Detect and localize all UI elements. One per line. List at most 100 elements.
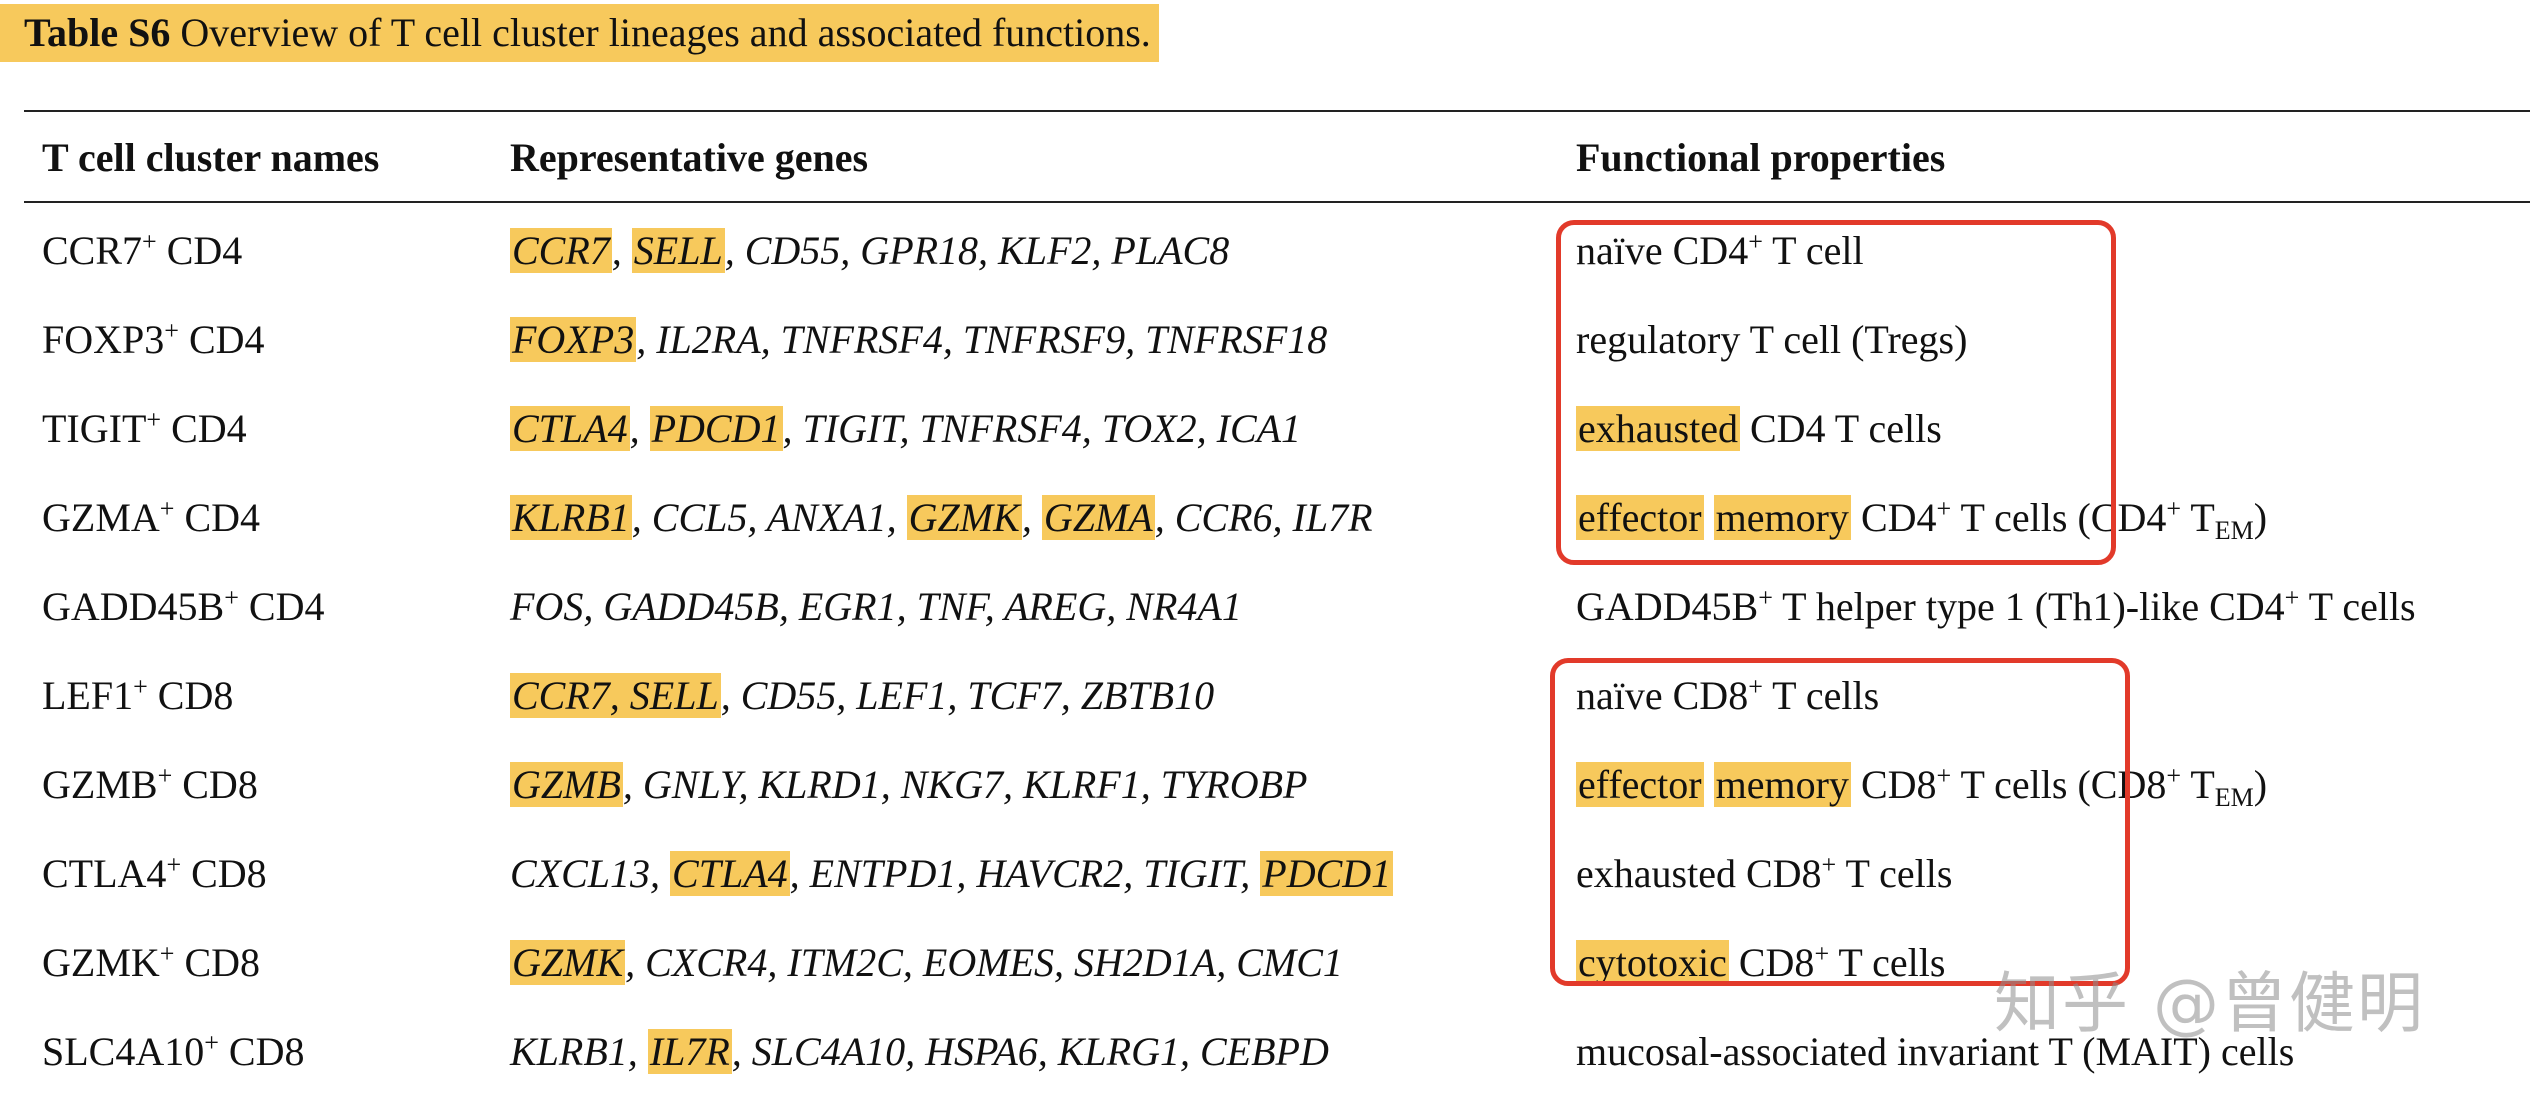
superscript: + [159, 494, 175, 523]
header-representative-genes: Representative genes [510, 135, 869, 180]
text-run: regulatory T cell (Tregs) [1576, 317, 1968, 362]
highlighted-text: exhausted [1576, 406, 1740, 451]
highlighted-text: memory [1713, 762, 1851, 807]
text-run: , IL2RA, TNFRSF4, TNFRSF9, TNFRSF18 [636, 317, 1328, 362]
cluster-name: SLC4A10+ CD8 [42, 1027, 305, 1077]
gene-list: KLRB1, IL7R, SLC4A10, HSPA6, KLRG1, CEBP… [510, 1027, 1329, 1077]
text-run: , [1021, 495, 1042, 540]
superscript: + [159, 939, 175, 968]
highlighted-text: FOXP3 [510, 317, 637, 362]
highlighted-text: effector [1576, 762, 1704, 807]
table-row: SLC4A10+ CD8 KLRB1, IL7R, SLC4A10, HSPA6,… [0, 1007, 2530, 1096]
text-run: CD4 [1850, 495, 1937, 540]
text-run: CXCL13, [510, 851, 671, 896]
text-run: CTLA4 [42, 851, 167, 896]
text-run: GADD45B [42, 584, 225, 629]
highlighted-text: IL7R [647, 1029, 732, 1074]
text-run: FOS, GADD45B, EGR1, TNF, AREG, NR4A1 [510, 584, 1242, 629]
subscript: EM [2214, 783, 2254, 812]
highlighted-text: GZMK [906, 495, 1022, 540]
functional-property: naïve CD8+ T cells [1576, 671, 1879, 721]
text-run: , CD55, GPR18, KLF2, PLAC8 [724, 228, 1230, 273]
text-run: ) [2253, 762, 2268, 807]
highlighted-text: PDCD1 [1260, 851, 1394, 896]
text-run: T [2181, 495, 2215, 540]
highlighted-text: CCR7, SELL [510, 673, 721, 718]
superscript: + [1814, 939, 1830, 968]
annotation-box-cd4 [1556, 220, 2116, 565]
text-run: CD8 [218, 1029, 305, 1074]
superscript: + [1821, 850, 1837, 879]
text-run: CD4 [174, 495, 261, 540]
text-run: T cells [1829, 940, 1946, 985]
text-run: , ENTPD1, HAVCR2, TIGIT, [789, 851, 1261, 896]
text-run: T cells (CD8 [1951, 762, 2167, 807]
text-run: CD8 [174, 940, 261, 985]
highlighted-text: CTLA4 [510, 406, 630, 451]
superscript: + [142, 227, 157, 256]
table-header-rule [24, 201, 2530, 203]
gene-list: CTLA4, PDCD1, TIGIT, TNFRSF4, TOX2, ICA1 [510, 404, 1301, 454]
text-run: CD4 [178, 317, 265, 362]
text-run: ) [2253, 495, 2268, 540]
superscript: + [1748, 227, 1763, 256]
cluster-name: GZMB+ CD8 [42, 760, 258, 810]
text-run: GZMB [42, 762, 158, 807]
superscript: + [2166, 761, 2182, 790]
gene-list: CCR7, SELL, CD55, GPR18, KLF2, PLAC8 [510, 226, 1229, 276]
superscript: + [1758, 583, 1773, 612]
text-run: , CCR6, IL7R [1154, 495, 1373, 540]
superscript: + [204, 1028, 219, 1057]
text-run: CD8 [181, 851, 267, 896]
text-run: T cells (CD4 [1951, 495, 2167, 540]
text-run: GZMA [42, 495, 160, 540]
header-functional-properties: Functional properties [1576, 135, 1946, 180]
caption-label: Table S6 [24, 10, 171, 55]
text-run: SLC4A10 [42, 1029, 205, 1074]
functional-property: GADD45B+ T helper type 1 (Th1)-like CD4+… [1576, 582, 2416, 632]
text-run: naïve CD4 [1576, 228, 1749, 273]
text-run: T cells [1762, 673, 1880, 718]
text-run: , CCL5, ANXA1, [631, 495, 907, 540]
gene-list: FOS, GADD45B, EGR1, TNF, AREG, NR4A1 [510, 582, 1242, 632]
table-top-rule [24, 110, 2530, 112]
text-run: CCR7 [42, 228, 143, 273]
text-run: , TIGIT, TNFRSF4, TOX2, ICA1 [782, 406, 1302, 451]
text-run: GADD45B [1576, 584, 1759, 629]
cluster-name: GADD45B+ CD4 [42, 582, 324, 632]
superscript: + [146, 405, 162, 434]
highlighted-text: memory [1713, 495, 1851, 540]
functional-property: exhausted CD8+ T cells [1576, 849, 1952, 899]
text-run: T cell [1762, 228, 1864, 273]
gene-list: KLRB1, CCL5, ANXA1, GZMK, GZMA, CCR6, IL… [510, 493, 1373, 543]
text-run: TIGIT [42, 406, 147, 451]
cluster-name: FOXP3+ CD4 [42, 315, 265, 365]
highlighted-text: effector [1576, 495, 1704, 540]
text-run: KLRB1, [510, 1029, 648, 1074]
text-run: , [629, 406, 650, 451]
cluster-name: GZMA+ CD4 [42, 493, 260, 543]
text-run: naïve CD8 [1576, 673, 1749, 718]
text-run: exhausted CD8 [1576, 851, 1822, 896]
text-run: CD4 [156, 228, 243, 273]
text-run: , CXCR4, ITM2C, EOMES, SH2D1A, CMC1 [625, 940, 1343, 985]
highlighted-text: GZMB [510, 762, 623, 807]
cluster-name: GZMK+ CD8 [42, 938, 260, 988]
functional-property: naïve CD4+ T cell [1576, 226, 1864, 276]
superscript: + [166, 850, 182, 879]
text-run: T cells [2299, 584, 2416, 629]
gene-list: FOXP3, IL2RA, TNFRSF4, TNFRSF9, TNFRSF18 [510, 315, 1327, 365]
highlighted-text: CCR7 [510, 228, 612, 273]
text-run: , GNLY, KLRD1, NKG7, KLRF1, TYROBP [622, 762, 1308, 807]
functional-property: exhausted CD4 T cells [1576, 404, 1942, 454]
highlighted-text: GZMA [1041, 495, 1155, 540]
gene-list: GZMB, GNLY, KLRD1, NKG7, KLRF1, TYROBP [510, 760, 1307, 810]
text-run: T [2181, 762, 2215, 807]
text-run: CD8 [172, 762, 258, 807]
text-run: CD4 [238, 584, 325, 629]
highlighted-text: GZMK [510, 940, 626, 985]
